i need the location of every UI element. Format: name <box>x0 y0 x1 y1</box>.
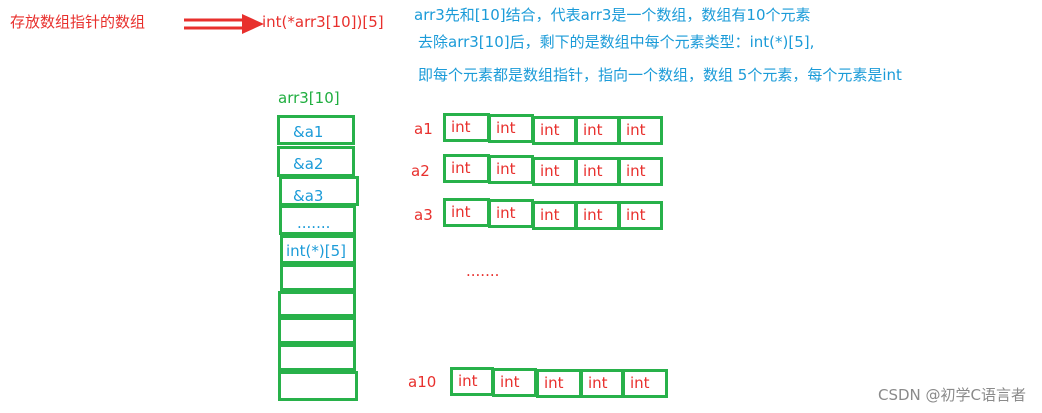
int-cell-text: int <box>583 121 603 139</box>
int-cell-text: int <box>540 121 560 139</box>
pointer-array-label: 存放数组指针的数组 <box>10 13 146 31</box>
array-cell <box>278 371 358 401</box>
int-cell: int <box>536 369 582 398</box>
int-cell-text: int <box>458 372 478 390</box>
int-cell: int <box>532 157 577 186</box>
int-cell: int <box>443 198 490 227</box>
note-line-2: 去除arr3[10]后，剩下的是数组中每个元素类型：int(*)[5], <box>418 33 815 51</box>
int-cell: int <box>532 201 577 230</box>
array-title: arr3[10] <box>278 89 340 107</box>
int-cell-text: int <box>583 162 603 180</box>
int-cell-text: int <box>496 160 516 178</box>
int-cell: int <box>488 155 534 184</box>
int-cell: int <box>618 116 663 145</box>
note-line-1: arr3先和[10]结合，代表arr3是一个数组，数组有10个元素 <box>414 6 811 24</box>
int-cell-text: int <box>496 204 516 222</box>
declaration-text: int(*arr3[10])[5] <box>262 13 384 31</box>
int-cell: int <box>575 157 620 186</box>
array-cell-label: &a2 <box>293 155 324 173</box>
array-cell-label: &a3 <box>293 187 324 205</box>
int-cell-text: int <box>588 374 608 392</box>
array-cell: &a1 <box>277 115 355 145</box>
int-cell: int <box>488 199 534 228</box>
array-cell-label: &a1 <box>293 123 324 141</box>
int-cell: int <box>580 369 624 398</box>
int-cell-text: int <box>626 206 646 224</box>
int-cell-text: int <box>544 374 564 392</box>
array-cell-label: int(*)[5] <box>286 242 347 260</box>
int-cell: int <box>443 113 490 142</box>
watermark: CSDN @初学C语言者 <box>877 386 1026 404</box>
int-cell-text: int <box>630 374 650 392</box>
array-cell <box>278 317 356 344</box>
int-cell: int <box>622 369 668 398</box>
int-cell-text: int <box>496 119 516 137</box>
array-cell <box>280 264 356 291</box>
int-cell: int <box>488 114 534 143</box>
rows-ellipsis: ....... <box>466 262 500 280</box>
int-cell: int <box>532 116 577 145</box>
int-cell: int <box>618 157 663 186</box>
row-label-a1: a1 <box>414 120 433 138</box>
int-cell-text: int <box>626 121 646 139</box>
array-cell <box>278 344 356 371</box>
int-cell: int <box>450 367 494 396</box>
int-cell: int <box>575 201 620 230</box>
array-cell: &a3 <box>279 176 359 206</box>
int-cell-text: int <box>500 373 520 391</box>
int-cell-text: int <box>451 159 471 177</box>
int-cell-text: int <box>626 162 646 180</box>
int-cell: int <box>443 154 490 183</box>
int-cell-text: int <box>451 118 471 136</box>
right-arrow-icon <box>184 14 264 34</box>
int-cell: int <box>575 116 620 145</box>
array-cell <box>278 291 356 317</box>
int-cell: int <box>618 201 663 230</box>
array-cell: ....... <box>279 205 356 235</box>
int-cell-text: int <box>583 206 603 224</box>
int-cell-text: int <box>540 162 560 180</box>
array-cell-label: ....... <box>297 214 331 232</box>
array-cell: &a2 <box>277 146 355 177</box>
row-label-a10: a10 <box>408 373 437 391</box>
row-label-a2: a2 <box>411 162 430 180</box>
int-cell-text: int <box>451 203 471 221</box>
array-cell: int(*)[5] <box>280 235 356 264</box>
row-label-a3: a3 <box>414 206 433 224</box>
int-cell-text: int <box>540 206 560 224</box>
note-line-3: 即每个元素都是数组指针，指向一个数组，数组 5个元素，每个元素是int <box>418 66 902 84</box>
int-cell: int <box>492 368 537 397</box>
